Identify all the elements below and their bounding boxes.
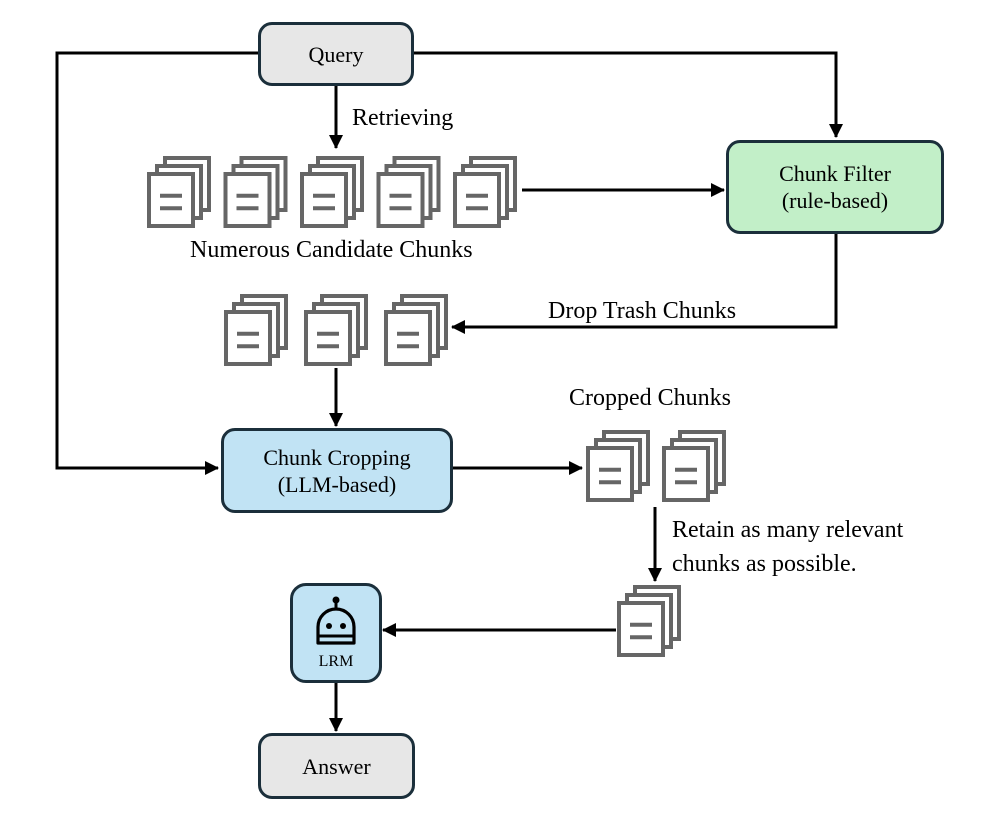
- numerous-candidate-chunks-label: Numerous Candidate Chunks: [190, 237, 473, 263]
- edge-query-to-filter: [414, 51, 843, 138]
- answer-node: Answer: [258, 733, 415, 799]
- retain-label-line2: chunks as possible.: [672, 551, 857, 577]
- chunk-cropping-subtitle: (LLM-based): [277, 471, 397, 497]
- candidate-chunk-icon: [300, 156, 364, 228]
- chunk-filter-subtitle: (rule-based): [781, 188, 889, 213]
- retrieving-label: Retrieving: [352, 105, 454, 131]
- filtered-chunk-icon: [304, 294, 368, 366]
- edge-query-to-cropping: [55, 51, 258, 475]
- final-chunk-icon: [617, 585, 681, 657]
- cropped-chunks-label: Cropped Chunks: [569, 385, 731, 411]
- query-label: Query: [308, 41, 364, 67]
- candidate-chunk-icon: [453, 156, 517, 228]
- chunk-filter-node: Chunk Filter (rule-based): [726, 140, 944, 234]
- candidate-chunk-icon: [223, 156, 288, 228]
- filtered-chunk-icon: [384, 294, 448, 366]
- cropped-chunk-icon: [662, 430, 726, 502]
- cropped-chunk-icon: [586, 430, 650, 502]
- retain-label-line1: Retain as many relevant: [672, 517, 904, 543]
- filtered-chunk-icon: [224, 294, 288, 366]
- chunk-cropping-node: Chunk Cropping (LLM-based): [221, 428, 453, 513]
- robot-icon: [316, 596, 356, 645]
- lrm-node: LRM: [290, 583, 382, 683]
- chunk-cropping-title: Chunk Cropping: [263, 444, 411, 470]
- candidate-chunk-icon: [376, 156, 441, 228]
- answer-label: Answer: [302, 753, 371, 779]
- lrm-label: LRM: [318, 653, 354, 670]
- edge-drop-trash: [451, 233, 838, 334]
- query-node: Query: [258, 22, 414, 86]
- candidate-chunk-icon: [147, 156, 211, 228]
- chunk-filter-title: Chunk Filter: [779, 161, 891, 186]
- drop-trash-chunks-label: Drop Trash Chunks: [548, 298, 737, 324]
